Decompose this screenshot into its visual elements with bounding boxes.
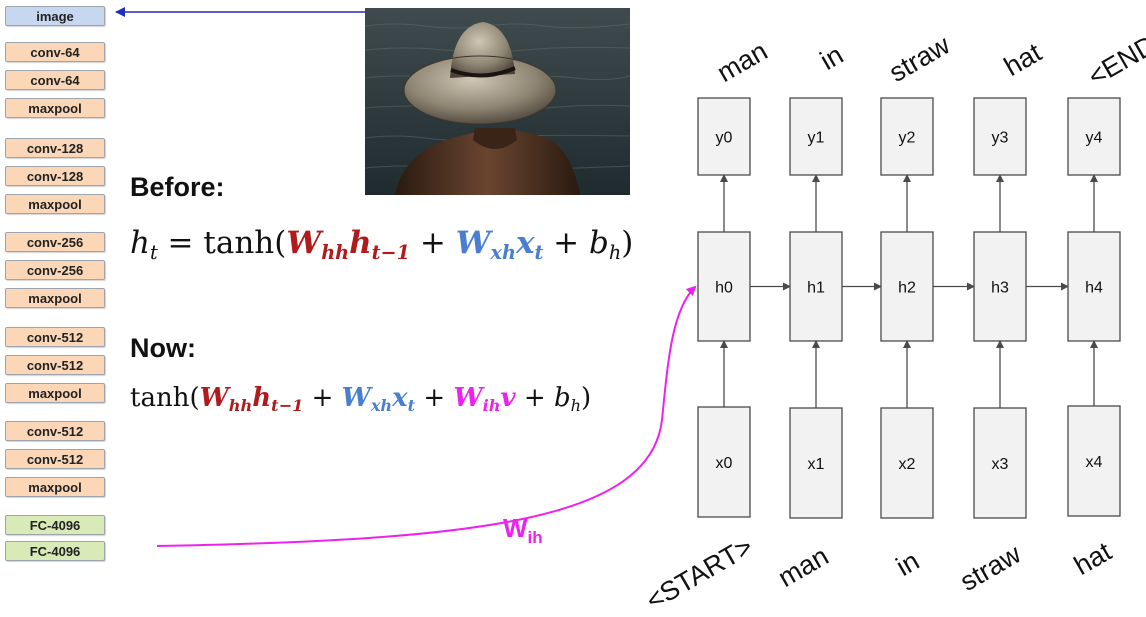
input-node-x2: [880, 407, 934, 519]
cnn-layer-conv-512-13: conv-512: [5, 449, 105, 469]
cnn-layer-conv-256-7: conv-256: [5, 260, 105, 280]
cnn-layer-conv-64-1: conv-64: [5, 70, 105, 90]
wih-label: Wih: [503, 513, 543, 547]
input-node-label-x2: x2: [899, 456, 916, 473]
now-equation: tanh(Whhht−1 + Wxhxt + Wihv + bh): [130, 383, 592, 416]
hidden-node-label-h2: h2: [898, 280, 916, 297]
photo-man-in-straw-hat: [365, 8, 630, 195]
input-node-x3: [973, 407, 1027, 519]
cnn-layer-conv-512-9: conv-512: [5, 327, 105, 347]
output-node-label-y3: y3: [992, 130, 1009, 147]
cnn-layer-maxpool-14: maxpool: [5, 477, 105, 497]
cnn-layer-maxpool-2: maxpool: [5, 98, 105, 118]
before-equation: ht = tanh(Whhht−1 + Wxhxt + bh): [130, 225, 634, 265]
cnn-layer-conv-256-6: conv-256: [5, 232, 105, 252]
cnn-layer-fc-4096-15: FC-4096: [5, 515, 105, 535]
hidden-node-h3: [973, 231, 1027, 342]
cnn-layer-maxpool-8: maxpool: [5, 288, 105, 308]
diagram-arrows: y0 h0 x0 y1 h1 x1 y2 h2 x2 y3 h3 x3 y4 h4 x4: [115, 7, 1121, 547]
input-node-label-x3: x3: [992, 456, 1009, 473]
image-captioning-diagram: image conv-64 conv-64 maxpool conv-128 conv-…: [5, 6, 1146, 616]
hidden-node-label-h4: h4: [1085, 280, 1103, 297]
cnn-layer-maxpool-11: maxpool: [5, 383, 105, 403]
before-label: Before:: [130, 172, 225, 202]
cnn-layer-conv-64-0: conv-64: [5, 42, 105, 62]
output-node-label-y1: y1: [808, 130, 825, 147]
cnn-layer-conv-128-3: conv-128: [5, 138, 105, 158]
input-node-x0: [697, 406, 751, 518]
wih-magenta-arrow: [156, 285, 697, 547]
cnn-layer-conv-512-10: conv-512: [5, 355, 105, 375]
cnn-layer-conv-128-4: conv-128: [5, 166, 105, 186]
input-node-label-x4: x4: [1086, 454, 1103, 471]
input-node-label-x0: x0: [716, 455, 733, 472]
output-node-y2: [880, 97, 934, 176]
cnn-layer-conv-512-12: conv-512: [5, 421, 105, 441]
output-node-y4: [1067, 97, 1121, 176]
cnn-layer-maxpool-5: maxpool: [5, 194, 105, 214]
output-node-y3: [973, 97, 1027, 176]
hidden-node-label-h3: h3: [991, 280, 1009, 297]
output-node-label-y0: y0: [716, 130, 733, 147]
output-node-label-y4: y4: [1086, 130, 1103, 147]
output-node-label-y2: y2: [899, 130, 916, 147]
input-node-label-x1: x1: [808, 456, 825, 473]
image-block: image: [5, 6, 105, 26]
input-node-x4: [1067, 405, 1121, 517]
output-node-y0: [697, 97, 751, 176]
cnn-layer-fc-4096-16: FC-4096: [5, 541, 105, 561]
now-label: Now:: [130, 333, 196, 363]
hidden-node-label-h1: h1: [807, 280, 825, 297]
hidden-node-label-h0: h0: [715, 280, 733, 297]
